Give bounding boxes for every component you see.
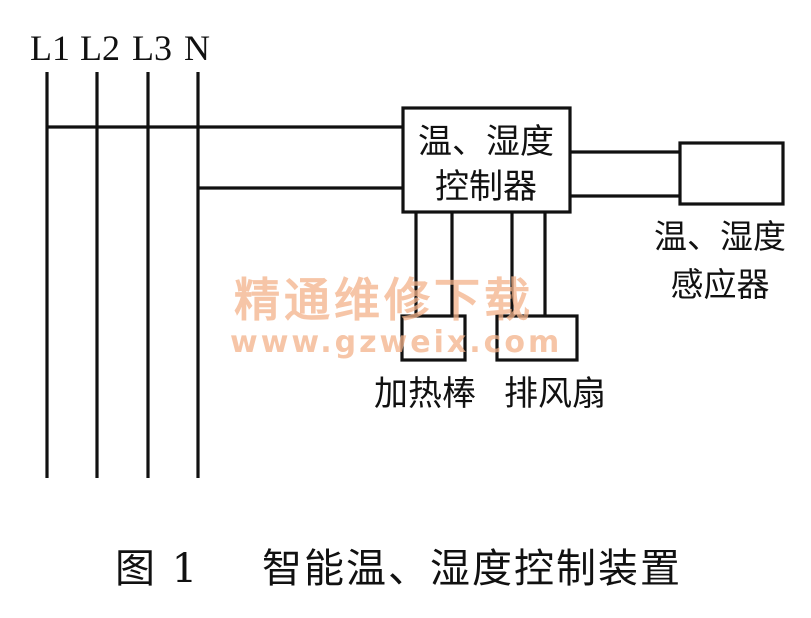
sensor-label-line1: 温、湿度: [654, 217, 786, 256]
controller-box: [401, 106, 572, 214]
watermark-url: www.gzweix.com: [230, 325, 562, 360]
fan-label: 排风扇: [504, 374, 606, 414]
fan-box: [495, 314, 579, 362]
figure-title: 智能温、湿度控制装置: [262, 546, 682, 592]
heater-box: [400, 314, 467, 362]
heater-label: 加热棒: [374, 374, 476, 414]
bus-label-l3: L3: [132, 28, 172, 68]
bus-label-l1: L1: [30, 28, 70, 68]
watermark-text: 精通维修下载: [234, 273, 534, 327]
sensor-box: [678, 141, 785, 206]
controller-label-line1: 温、湿度: [418, 122, 554, 162]
bus-label-l2: L2: [80, 28, 120, 68]
bus-label-n: N: [184, 28, 210, 68]
sensor-label-line2: 感应器: [671, 265, 770, 304]
figure-number: 图 1: [115, 546, 199, 592]
controller-label-line2: 控制器: [435, 167, 537, 207]
